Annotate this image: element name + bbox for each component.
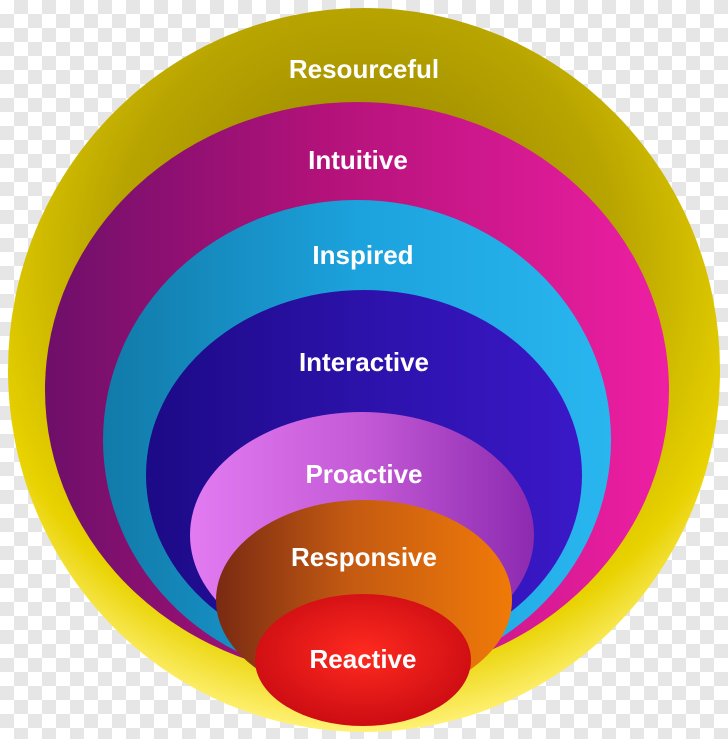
ring-label-inspired: Inspired	[312, 240, 413, 270]
ring-label-responsive: Responsive	[291, 542, 437, 572]
ring-label-interactive: Interactive	[299, 347, 429, 377]
ring-label-reactive: Reactive	[310, 644, 417, 674]
ring-label-proactive: Proactive	[305, 459, 422, 489]
ring-label-intuitive: Intuitive	[308, 145, 408, 175]
ring-label-resourceful: Resourceful	[289, 54, 439, 84]
ring-reactive-shape	[255, 594, 471, 726]
